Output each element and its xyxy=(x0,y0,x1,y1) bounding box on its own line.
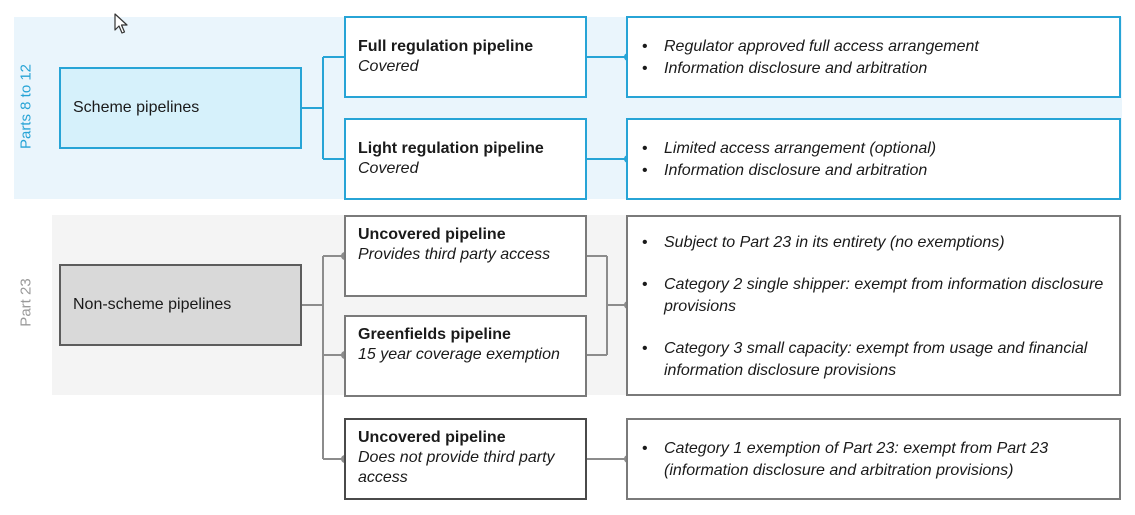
pipeline-box-greenfields: Greenfields pipeline 15 year coverage ex… xyxy=(344,315,587,397)
pipeline-subtitle: 15 year coverage exemption xyxy=(358,346,560,363)
detail-box-part-23: Subject to Part 23 in its entirety (no e… xyxy=(626,215,1121,396)
pipeline-title: Light regulation pipeline xyxy=(358,140,544,157)
pipeline-subtitle: Covered xyxy=(358,58,419,75)
scheme-connectors xyxy=(302,56,628,160)
pipeline-title: Full regulation pipeline xyxy=(358,38,534,55)
detail-box-full-regulation: Regulator approved full access arrangeme… xyxy=(626,16,1121,98)
pipeline-title: Greenfields pipeline xyxy=(358,326,511,343)
detail-list: Subject to Part 23 in its entirety (no e… xyxy=(642,232,1109,382)
detail-list: Regulator approved full access arrangeme… xyxy=(642,36,1109,80)
pipeline-box-uncovered-no-access: Uncovered pipeline Does not provide thir… xyxy=(344,418,587,500)
pipeline-subtitle: Provides third party access xyxy=(358,246,551,263)
pipeline-title: Uncovered pipeline xyxy=(358,429,506,446)
detail-item: Subject to Part 23 in its entirety (no e… xyxy=(642,232,1109,254)
non-scheme-pipelines-box: Non-scheme pipelines xyxy=(59,264,302,346)
pipeline-subtitle: Does not provide third party access xyxy=(358,449,555,486)
scheme-pipelines-label: Scheme pipelines xyxy=(73,99,200,116)
detail-list: Category 1 exemption of Part 23: exempt … xyxy=(642,438,1109,482)
detail-item: Category 1 exemption of Part 23: exempt … xyxy=(642,438,1109,482)
pipeline-title: Uncovered pipeline xyxy=(358,226,506,243)
detail-box-category-1: Category 1 exemption of Part 23: exempt … xyxy=(626,418,1121,500)
detail-list: Limited access arrangement (optional) In… xyxy=(642,138,1109,182)
detail-item: Information disclosure and arbitration xyxy=(642,160,1109,182)
pipeline-subtitle: Covered xyxy=(358,160,419,177)
detail-item: Information disclosure and arbitration xyxy=(642,58,1109,80)
pipeline-box-full-regulation: Full regulation pipeline Covered xyxy=(344,16,587,98)
detail-box-light-regulation: Limited access arrangement (optional) In… xyxy=(626,118,1121,200)
pipeline-box-light-regulation: Light regulation pipeline Covered xyxy=(344,118,587,200)
scheme-pipelines-box: Scheme pipelines xyxy=(59,67,302,149)
detail-item: Limited access arrangement (optional) xyxy=(642,138,1109,160)
mouse-cursor-icon xyxy=(114,13,128,34)
detail-item: Category 3 small capacity: exempt from u… xyxy=(642,338,1109,382)
detail-item: Regulator approved full access arrangeme… xyxy=(642,36,1109,58)
non-scheme-pipelines-label: Non-scheme pipelines xyxy=(73,296,232,313)
detail-item: Category 2 single shipper: exempt from i… xyxy=(642,274,1109,318)
pipeline-box-uncovered-access: Uncovered pipeline Provides third party … xyxy=(344,215,587,297)
